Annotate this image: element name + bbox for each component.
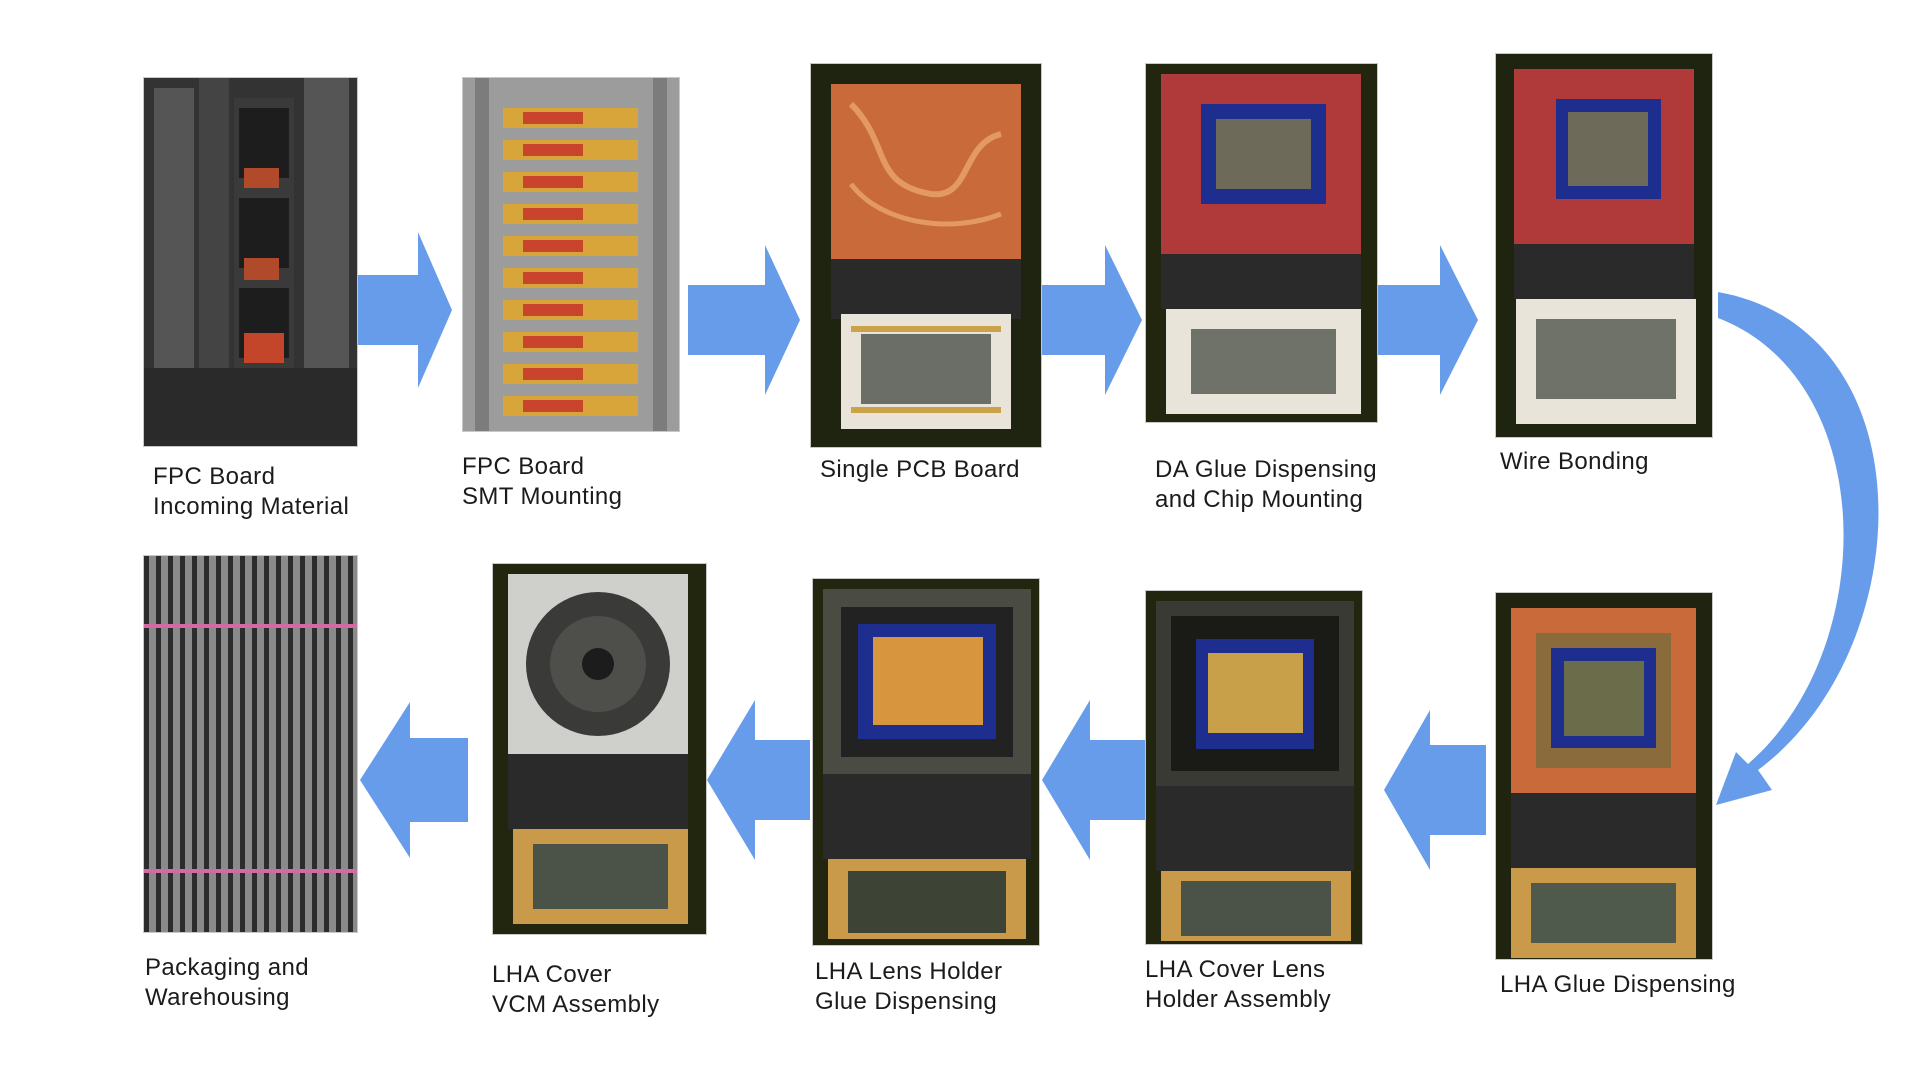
arrow-right-2 xyxy=(688,245,800,395)
arrow-right-3 xyxy=(1040,245,1142,395)
caption-line: Wire Bonding xyxy=(1500,448,1649,475)
caption-line: FPC Board xyxy=(153,463,276,490)
caption-line: Single PCB Board xyxy=(820,456,1020,483)
caption-line: LHA Cover Lens xyxy=(1145,956,1326,983)
photo-lha-lens-glue xyxy=(812,578,1040,946)
caption-line: VCM Assembly xyxy=(492,991,660,1018)
caption-packaging: Packaging and Warehousing xyxy=(145,953,309,1013)
caption-line: DA Glue Dispensing xyxy=(1155,456,1377,483)
caption-line: Glue Dispensing xyxy=(815,988,998,1015)
caption-line: LHA Lens Holder xyxy=(815,958,1003,985)
arrow-left-4 xyxy=(360,702,468,858)
caption-line: LHA Glue Dispensing xyxy=(1500,971,1736,998)
caption-lha-glue: LHA Glue Dispensing xyxy=(1500,970,1736,1000)
caption-line: SMT Mounting xyxy=(462,483,623,510)
photo-fpc-incoming xyxy=(143,77,358,447)
arrow-left-3 xyxy=(707,700,810,860)
caption-da-glue: DA Glue Dispensing and Chip Mounting xyxy=(1155,455,1377,515)
caption-line: Incoming Material xyxy=(153,493,350,520)
photo-single-pcb xyxy=(810,63,1042,448)
arrow-right-4 xyxy=(1375,245,1478,395)
photo-fpc-smt xyxy=(462,77,680,432)
arrow-right-1 xyxy=(357,232,452,388)
caption-single-pcb: Single PCB Board xyxy=(820,455,1020,485)
photo-lha-vcm xyxy=(492,563,707,935)
caption-line: Packaging and xyxy=(145,954,309,981)
caption-line: and Chip Mounting xyxy=(1155,486,1364,513)
caption-line: FPC Board xyxy=(462,453,585,480)
caption-lha-vcm: LHA Cover VCM Assembly xyxy=(492,960,660,1020)
caption-lha-lens-glue: LHA Lens Holder Glue Dispensing xyxy=(815,957,1002,1017)
photo-packaging xyxy=(143,555,358,933)
caption-wire-bonding: Wire Bonding xyxy=(1500,447,1649,477)
photo-wire-bonding xyxy=(1495,53,1713,438)
caption-line: Holder Assembly xyxy=(1145,986,1332,1013)
photo-lha-glue xyxy=(1495,592,1713,960)
photo-lha-cover-lens xyxy=(1145,590,1363,945)
caption-lha-cover-lens: LHA Cover Lens Holder Assembly xyxy=(1145,955,1331,1015)
arrow-left-2 xyxy=(1042,700,1146,860)
caption-line: LHA Cover xyxy=(492,961,612,988)
arrow-left-1 xyxy=(1384,710,1486,870)
caption-fpc-smt: FPC Board SMT Mounting xyxy=(462,452,622,512)
photo-da-glue xyxy=(1145,63,1378,423)
caption-fpc-incoming: FPC Board Incoming Material xyxy=(153,462,349,522)
arrow-curve xyxy=(1716,292,1879,805)
caption-line: Warehousing xyxy=(145,984,290,1011)
